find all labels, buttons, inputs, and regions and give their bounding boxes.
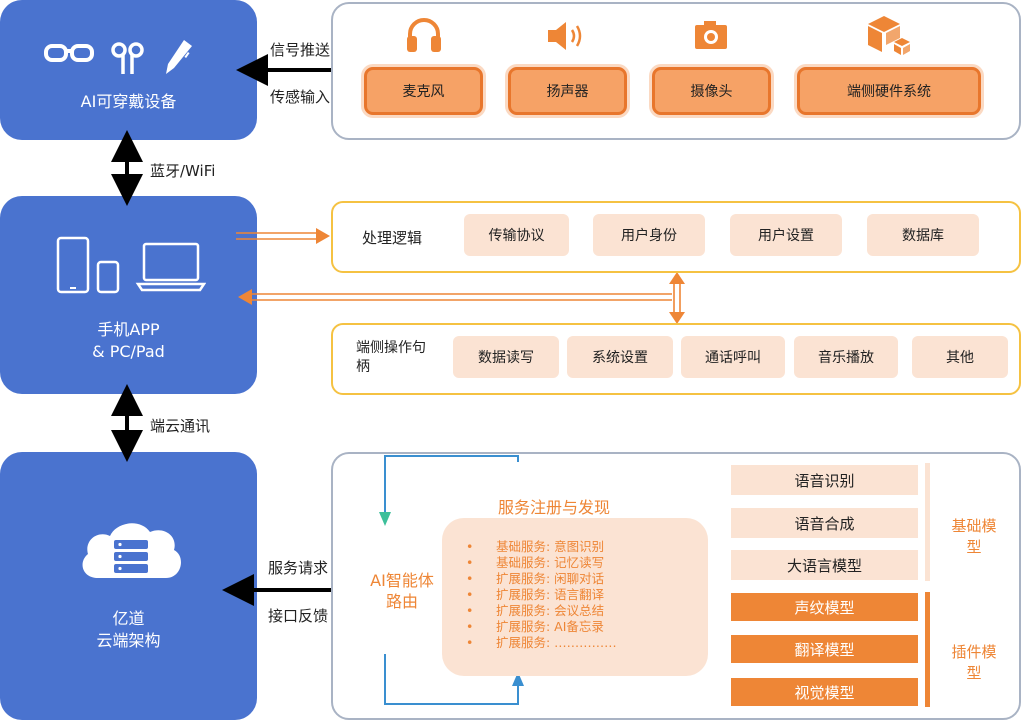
- service-item: •扩展服务: 会议总结: [466, 603, 605, 618]
- service-item: •扩展服务: 闲聊对话: [466, 571, 605, 586]
- plugin-model-voiceprint: 声纹模型: [731, 593, 918, 621]
- wearable-label: AI可穿戴设备: [80, 92, 177, 111]
- laptop-icon: [142, 242, 200, 282]
- cloud-server-icon: [82, 523, 181, 578]
- handle-item-other: 其他: [912, 336, 1008, 378]
- sensor-input-label: 传感输入: [270, 88, 331, 106]
- handle-item-call: 通话呼叫: [681, 336, 785, 378]
- up-arrow-head: [512, 672, 524, 686]
- logic-item-database: 数据库: [867, 214, 979, 256]
- camera-icon: [695, 21, 727, 49]
- plugin-model-bracket: [925, 592, 930, 707]
- bt-wifi-label: 蓝牙/WiFi: [150, 162, 216, 180]
- registry-box: •基础服务: 意图识别 •基础服务: 记忆读写 •扩展服务: 闲聊对话 •扩展服…: [442, 518, 708, 676]
- handle-item-system-settings: 系统设置: [567, 336, 673, 378]
- service-item: •扩展服务: ……………: [466, 635, 617, 650]
- interface-feedback-label: 接口反馈: [268, 607, 329, 625]
- phone-icon: [96, 260, 120, 294]
- earbuds-icon: [111, 42, 144, 74]
- devices-icon: [56, 236, 206, 294]
- smart-pen-icon: [166, 40, 192, 74]
- handle-title: 端侧操作句 柄: [356, 340, 426, 375]
- registry-title: 服务注册与发现: [498, 498, 611, 517]
- service-request-label: 服务请求: [268, 559, 329, 577]
- wearables-icons: [44, 40, 192, 74]
- logic-item-protocol: 传输协议: [464, 214, 569, 256]
- service-item: •扩展服务: AI备忘录: [466, 619, 604, 634]
- base-model-bracket: [925, 463, 930, 581]
- handle-panel: [331, 323, 1021, 395]
- cloud-box: 亿道 云端架构: [0, 452, 257, 720]
- phone-pc-label: 手机APP & PC/Pad: [92, 320, 165, 361]
- service-list: •基础服务: 意图识别 •基础服务: 记忆读写 •扩展服务: 闲聊对话 •扩展服…: [466, 539, 617, 651]
- hardware-cube-icon: [868, 16, 910, 55]
- hardware-item-speaker: 扬声器: [508, 67, 627, 115]
- hardware-item-microphone: 麦克风: [364, 67, 483, 115]
- base-model-llm: 大语言模型: [731, 550, 918, 580]
- plugin-model-label: 插件模 型: [951, 643, 997, 682]
- service-item: •基础服务: 记忆读写: [466, 555, 605, 570]
- routing-loop-lines: [379, 455, 524, 705]
- from-handles-arrow: [238, 289, 672, 305]
- logic-item-identity: 用户身份: [593, 214, 705, 256]
- phone-pc-box: 手机APP & PC/Pad: [0, 196, 257, 394]
- tablet-icon: [56, 236, 90, 294]
- cloud-label: 亿道 云端架构: [96, 609, 161, 650]
- handle-item-music: 音乐播放: [794, 336, 898, 378]
- ai-router-label: AI智能体 路由: [370, 571, 434, 611]
- headphones-icon: [407, 18, 441, 52]
- hardware-item-camera: 摄像头: [652, 67, 771, 115]
- down-arrow-head: [379, 512, 391, 526]
- plugin-model-translation: 翻译模型: [731, 635, 918, 663]
- logic-handle-link-arrow: [669, 272, 685, 324]
- glasses-icon: [44, 44, 94, 62]
- logic-title: 处理逻辑: [362, 229, 423, 247]
- wearable-device-box: AI可穿戴设备: [0, 0, 257, 140]
- base-model-tts: 语音合成: [731, 508, 918, 538]
- base-model-asr: 语音识别: [731, 465, 918, 495]
- handle-item-data-rw: 数据读写: [453, 336, 559, 378]
- service-item: •扩展服务: 语言翻译: [466, 587, 605, 602]
- cloud-comm-label: 端云通讯: [150, 417, 211, 435]
- to-logic-arrow: [236, 228, 330, 244]
- plugin-model-vision: 视觉模型: [731, 678, 918, 706]
- service-item: •基础服务: 意图识别: [466, 539, 605, 554]
- signal-push-label: 信号推送: [270, 41, 331, 59]
- hardware-item-system: 端侧硬件系统: [797, 67, 981, 115]
- base-model-label: 基础模 型: [951, 517, 997, 556]
- speaker-icon: [548, 22, 582, 50]
- logic-item-settings: 用户设置: [730, 214, 842, 256]
